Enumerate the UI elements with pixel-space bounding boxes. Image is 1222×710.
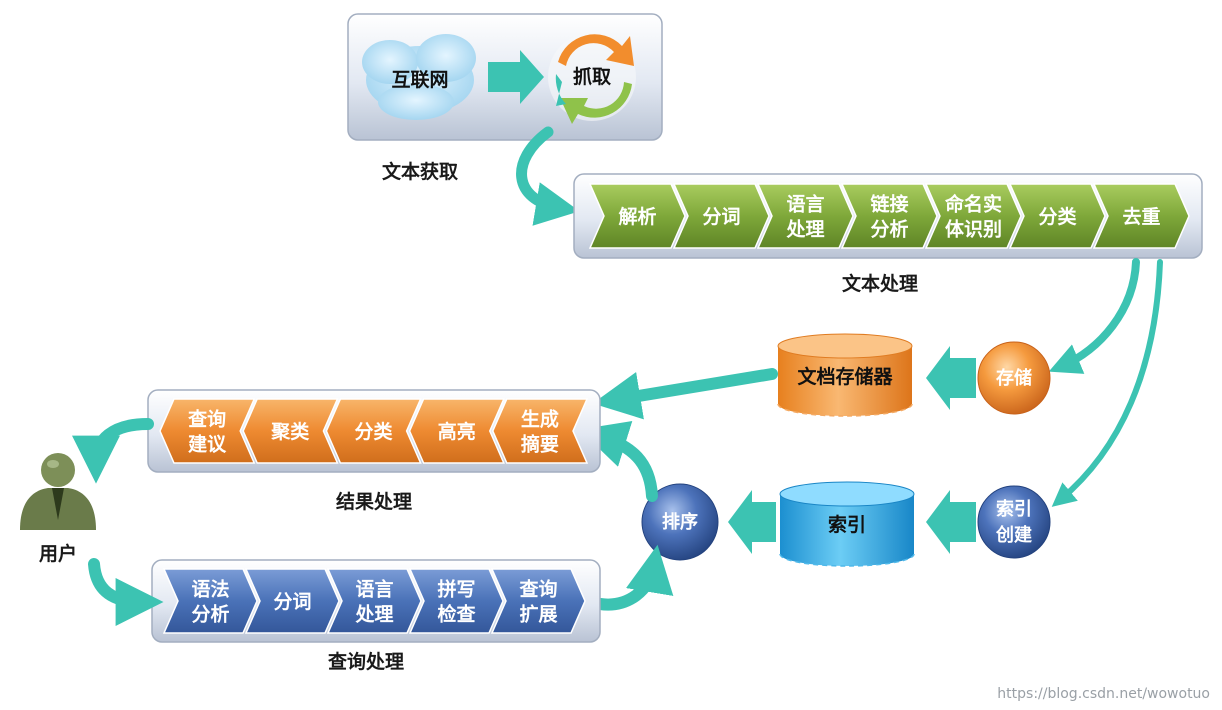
query-processing-step [244,568,340,634]
text-processing-step [672,183,770,249]
index-create-node [977,485,1051,559]
query-processing-step [408,568,504,634]
index-create-label-line1: 索引 [996,498,1032,520]
index-cylinder [779,481,915,567]
text-processing-step [1092,183,1190,249]
document-store-label: 文档存储器 [797,365,893,388]
result-processing-step [325,398,422,464]
text-processing-step-label: 去重 [1122,205,1160,228]
text-processing-title: 文本处理 [842,272,918,295]
create-to-index-arrow-icon [926,490,976,554]
result-processing-step [491,398,589,464]
watermark: https://blog.csdn.net/wowotuo [997,686,1210,702]
indexing-group: 索引 创建 索引 [728,481,1051,567]
rank-label: 排序 [662,511,698,533]
crawl-arrow-icon [488,50,544,104]
flow-arrow-process-to-store [1048,258,1140,374]
document-store-cylinder [777,333,913,417]
flow-arrow-query-to-rank [594,544,674,611]
flow-arrow-process-to-index [1051,259,1163,507]
index-create-label-line2: 创建 [995,524,1032,546]
query-processing-step-label: 检查 [437,603,476,626]
store-to-docs-arrow-icon [926,346,976,410]
crawl-cycle-icon [548,33,636,124]
query-processing-step [490,568,586,634]
result-processing-step-label: 分类 [354,420,392,443]
storage-group: 存储 文档存储器 [777,333,1051,417]
text-processing-step-label: 体识别 [945,218,1002,241]
query-processing-step [162,568,258,634]
query-processing-step-label: 语言 [355,578,393,601]
store-node [977,341,1051,415]
ranking-group: 排序 [641,483,719,561]
text-processing-step-label: 命名实 [945,193,1002,216]
query-processing-step-label: 处理 [354,603,393,626]
flow-arrow-rank-to-results [579,420,658,502]
query-processing-step-label: 分析 [191,603,229,626]
cloud-icon [362,34,476,120]
result-processing-title: 结果处理 [336,490,412,513]
text-processing-step-label: 解析 [618,205,656,228]
flow-arrow-user-to-query [88,558,164,626]
result-processing-step-label: 建议 [188,433,227,456]
internet-label: 互联网 [391,69,448,91]
text-processing-step-label: 语言 [786,193,824,216]
result-processing-step-label: 摘要 [521,433,559,456]
text-processing-step-label: 处理 [785,218,824,241]
query-processing-step-label: 查询 [518,578,557,601]
result-processing-step-label: 聚类 [270,420,309,443]
query-processing-step-label: 扩展 [519,604,557,626]
acquisition-title: 文本获取 [382,160,458,183]
text-processing-step-label: 分词 [702,206,740,228]
index-to-rank-arrow-icon [728,490,776,554]
text-processing-step [840,183,938,249]
result-processing-step-label: 查询 [187,408,226,431]
user-group: 用户 [20,453,96,565]
flow-arrow-acquire-to-process [516,126,580,226]
crawl-label: 抓取 [573,65,611,88]
flow-arrow-docs-to-results [592,368,778,420]
text-processing-step [588,183,686,249]
result-processing-step [159,398,256,464]
text-processing-step [924,183,1022,249]
text-processing-step-label: 分类 [1038,205,1076,228]
index-label: 索引 [828,513,866,536]
text-acquisition-group: 互联网 抓取 文本获取 [347,13,663,183]
store-label: 存储 [996,367,1032,389]
user-icon [20,453,96,530]
result-processing-step-label: 生成 [521,408,559,431]
query-processing-title: 查询处理 [327,650,404,673]
text-processing-step [756,183,854,249]
result-processing-step [408,398,505,464]
text-processing-step-label: 链接 [870,193,908,216]
query-processing-step-label: 拼写 [437,578,475,601]
text-processing-step [1008,183,1106,249]
result-processing-step [242,398,339,464]
user-label: 用户 [39,542,77,565]
flow-arrow-results-to-user [72,418,154,484]
query-processing-step [326,568,422,634]
text-processing-step-label: 分析 [870,218,908,241]
query-processing-step-label: 分词 [273,591,311,613]
result-processing-step-label: 高亮 [438,420,476,443]
query-processing-step-label: 语法 [191,578,229,601]
rank-node [641,483,719,561]
